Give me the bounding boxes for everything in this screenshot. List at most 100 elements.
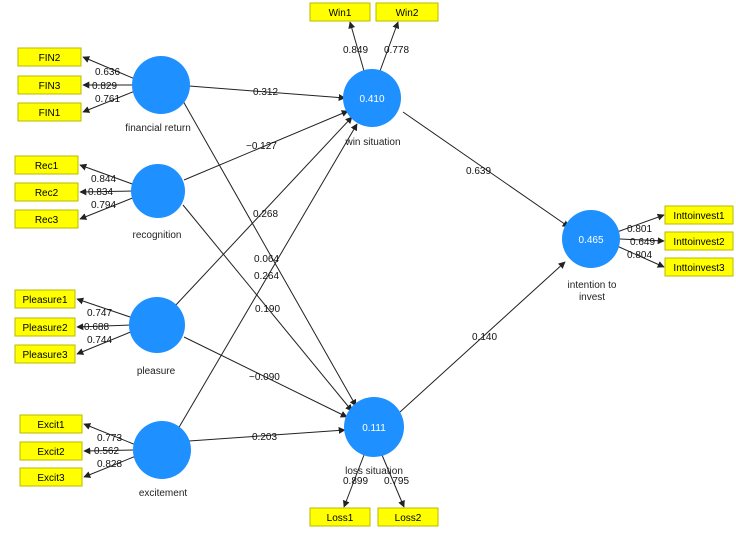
loading-fin3: 0.829 <box>92 81 117 92</box>
svg-text:FIN3: FIN3 <box>39 81 61 92</box>
svg-text:Pleasure1: Pleasure1 <box>22 295 67 306</box>
loading-win2: 0.778 <box>384 45 409 56</box>
indicator-fin3[interactable]: FIN3 <box>17 75 82 95</box>
loading-inttoinvest1: 0.801 <box>627 224 652 235</box>
loading-rec3: 0.794 <box>91 200 116 211</box>
construct-label-excitement: excitement <box>139 488 188 499</box>
coef-pleasure-to-loss: −0.090 <box>249 372 280 383</box>
loading-arrow-loss1 <box>342 454 365 508</box>
construct-label-financial-return: financial return <box>125 123 191 134</box>
path-recognition-to-loss <box>182 204 353 412</box>
structural-paths <box>173 85 570 442</box>
loading-inttoinvest3: 0.804 <box>627 250 652 261</box>
loading-loss2: 0.795 <box>384 476 409 487</box>
loading-rec2: 0.834 <box>88 187 113 198</box>
loading-arrow-inttoinvest1 <box>616 213 665 233</box>
loading-labels: 0.636 0.829 0.761 0.844 0.834 0.794 0.74… <box>84 45 655 487</box>
construct-intention-to-invest[interactable]: 0.465 <box>562 210 620 268</box>
indicator-loss2[interactable]: Loss2 <box>377 507 439 527</box>
construct-win-situation[interactable]: 0.410 <box>343 69 401 127</box>
loading-arrow-inttoinvest2 <box>619 237 665 245</box>
indicator-loss1[interactable]: Loss1 <box>309 507 371 527</box>
path-financial-to-loss <box>182 100 357 407</box>
loading-inttoinvest2: 0.649 <box>630 237 655 248</box>
path-coefficients: 0.312 0.064 −0.127 0.190 0.268 −0.090 0.… <box>246 87 497 443</box>
construct-label-intention-line2: invest <box>579 292 605 303</box>
loading-excit2: 0.562 <box>94 446 119 457</box>
svg-text:Loss2: Loss2 <box>395 513 422 524</box>
svg-text:Excit1: Excit1 <box>37 420 65 431</box>
indicator-rec2[interactable]: Rec2 <box>14 182 79 202</box>
indicator-pleasure1[interactable]: Pleasure1 <box>14 289 76 309</box>
loading-arrow-rec2 <box>79 188 134 196</box>
path-recognition-to-win <box>183 110 349 181</box>
coef-loss-to-intention: 0.140 <box>472 332 497 343</box>
path-win-to-intention <box>402 111 570 228</box>
construct-label-recognition: recognition <box>133 230 182 241</box>
svg-text:Pleasure2: Pleasure2 <box>22 323 67 334</box>
construct-pleasure[interactable] <box>129 297 185 353</box>
construct-recognition[interactable] <box>131 164 185 218</box>
coef-win-to-intention: 0.639 <box>466 166 491 177</box>
svg-text:Excit3: Excit3 <box>37 473 65 484</box>
indicator-inttoinvest2[interactable]: Inttoinvest2 <box>664 231 734 251</box>
construct-label-pleasure: pleasure <box>137 366 176 377</box>
loading-arrow-excit3 <box>83 455 137 478</box>
indicator-win2[interactable]: Win2 <box>375 2 439 22</box>
path-pleasure-to-win <box>173 116 353 308</box>
r2-loss-situation: 0.111 <box>362 423 386 434</box>
coef-financial-to-win: 0.312 <box>253 87 278 98</box>
loading-arrow-fin2 <box>82 56 136 80</box>
construct-loss-situation[interactable]: 0.111 <box>344 397 404 457</box>
path-excitement-to-loss <box>188 426 346 442</box>
svg-text:Win1: Win1 <box>329 8 352 19</box>
loading-arrow-excit2 <box>83 447 135 455</box>
coef-recognition-to-win: −0.127 <box>246 141 277 152</box>
loading-pleasure1: 0.747 <box>87 308 112 319</box>
indicator-win1[interactable]: Win1 <box>309 2 371 22</box>
loading-arrow-win2 <box>379 21 400 72</box>
svg-text:Inttoinvest1: Inttoinvest1 <box>673 211 725 222</box>
indicator-excit1[interactable]: Excit1 <box>19 414 83 434</box>
construct-label-loss-situation: loss situation <box>345 466 403 477</box>
loading-arrow-loss2 <box>381 454 405 508</box>
indicators: FIN2 FIN3 FIN1 Rec1 Rec2 Rec3 Pleasure1 … <box>14 2 734 527</box>
path-financial-to-win <box>188 85 346 102</box>
svg-text:Loss1: Loss1 <box>327 513 354 524</box>
r2-win-situation: 0.410 <box>359 94 384 105</box>
indicator-rec3[interactable]: Rec3 <box>14 209 79 229</box>
svg-text:Excit2: Excit2 <box>37 447 65 458</box>
r2-intention-to-invest: 0.465 <box>578 235 603 246</box>
indicator-rec1[interactable]: Rec1 <box>14 155 79 175</box>
loading-rec1: 0.844 <box>91 174 116 185</box>
loading-win1: 0.849 <box>343 45 368 56</box>
indicator-excit3[interactable]: Excit3 <box>19 467 83 487</box>
path-loss-to-intention <box>399 261 566 413</box>
construct-label-win-situation: win situation <box>344 137 400 148</box>
loading-arrow-excit1 <box>83 423 137 446</box>
loading-arrow-inttoinvest3 <box>616 245 665 268</box>
constructs: financial return recognition pleasure ex… <box>125 56 620 499</box>
construct-financial-return[interactable] <box>132 56 190 114</box>
indicator-excit2[interactable]: Excit2 <box>19 441 83 461</box>
indicator-inttoinvest3[interactable]: Inttoinvest3 <box>664 257 734 277</box>
indicator-pleasure3[interactable]: Pleasure3 <box>14 344 76 364</box>
svg-text:Rec1: Rec1 <box>35 161 59 172</box>
svg-text:FIN1: FIN1 <box>39 108 61 119</box>
path-pleasure-to-loss <box>183 336 348 418</box>
indicator-inttoinvest1[interactable]: Inttoinvest1 <box>664 205 734 225</box>
indicator-fin2[interactable]: FIN2 <box>17 47 82 67</box>
path-excitement-to-win <box>177 123 358 430</box>
svg-text:Win2: Win2 <box>396 8 419 19</box>
svg-text:Pleasure3: Pleasure3 <box>22 350 67 361</box>
loading-arrow-fin1 <box>82 90 136 113</box>
indicator-fin1[interactable]: FIN1 <box>17 102 82 122</box>
coef-excitement-to-loss: 0.203 <box>252 432 277 443</box>
loading-arrow-pleasure2 <box>76 323 132 331</box>
loading-arrow-rec3 <box>79 196 136 220</box>
coef-pleasure-to-win: 0.268 <box>253 209 278 220</box>
construct-excitement[interactable] <box>133 421 191 479</box>
indicator-pleasure2[interactable]: Pleasure2 <box>14 317 76 337</box>
coef-financial-to-loss: 0.064 <box>254 254 279 265</box>
